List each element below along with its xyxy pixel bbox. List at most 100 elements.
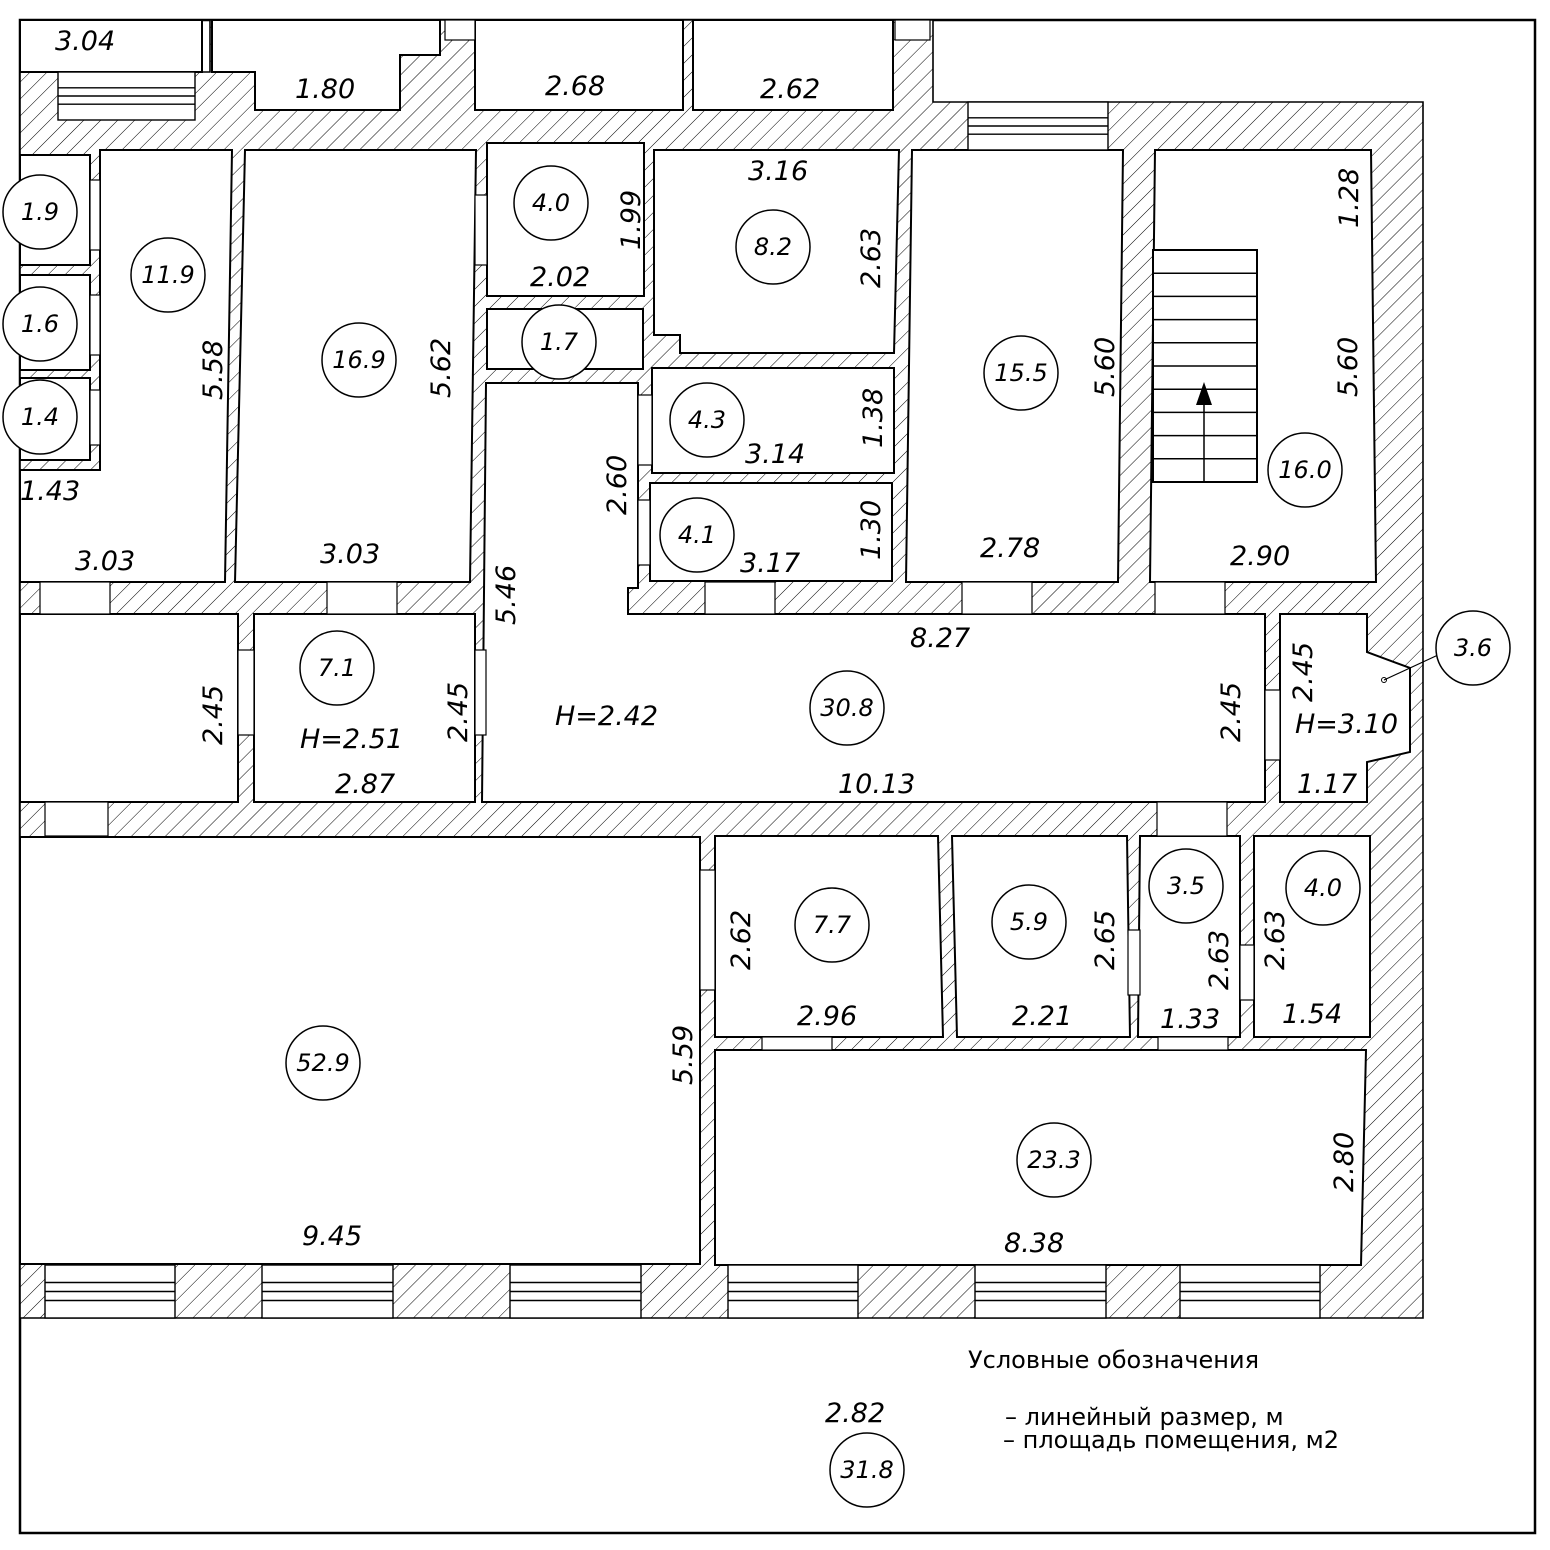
dim-label: 1.17 — [1297, 769, 1357, 800]
legend-area-text: – площадь помещения, м2 — [1003, 1426, 1339, 1454]
dim-label: 10.13 — [838, 769, 915, 800]
svg-text:1.4: 1.4 — [21, 403, 59, 431]
area-marker: 1.9 — [2, 174, 78, 250]
area-marker: 3.6 — [1435, 610, 1511, 686]
dim-label: 2.63 — [856, 228, 887, 288]
door-openings — [39, 19, 1281, 1051]
room-left-row2 — [19, 613, 239, 803]
legend-area-sample: 31.8 — [840, 1456, 893, 1484]
door-opening — [474, 194, 488, 266]
dim-label: 3.17 — [740, 548, 800, 579]
dim-label: 5.46 — [491, 565, 522, 625]
dim-label: 5.58 — [198, 340, 229, 400]
dim-label: 2.60 — [602, 455, 633, 515]
door-opening — [237, 649, 255, 736]
area-marker: 1.4 — [2, 379, 78, 455]
dimension-labels: 3.04 1.80 2.68 2.62 3.16 2.02 3.14 3.17 … — [20, 26, 1398, 1259]
area-marker: 16.0 — [1267, 432, 1343, 508]
dim-label: 2.90 — [1230, 541, 1290, 572]
svg-text:4.0: 4.0 — [1304, 874, 1342, 902]
room-529 — [19, 836, 701, 1265]
room-36 — [1279, 613, 1411, 803]
area-marker: 52.9 — [285, 1025, 361, 1101]
door-opening — [1127, 929, 1141, 996]
windows — [44, 71, 1321, 1319]
legend-title: Условные обозначения — [968, 1346, 1259, 1374]
room-top-304 — [19, 19, 203, 73]
stair-direction-arrow-icon — [1196, 382, 1212, 405]
svg-text:1.6: 1.6 — [21, 310, 59, 338]
door-opening — [44, 801, 109, 837]
dim-label: 2.21 — [1012, 1001, 1072, 1032]
dim-label: 2.02 — [530, 262, 590, 293]
svg-text:7.1: 7.1 — [318, 654, 356, 682]
area-marker: 23.3 — [1016, 1122, 1092, 1198]
dim-label: 9.45 — [302, 1221, 362, 1252]
door-opening — [1239, 944, 1255, 1001]
legend-area-circle — [829, 1432, 905, 1508]
svg-text:1.7: 1.7 — [540, 328, 579, 356]
door-opening — [894, 19, 931, 41]
area-marker: 4.1 — [659, 497, 735, 573]
svg-text:30.8: 30.8 — [820, 694, 873, 722]
dim-label: 1.30 — [856, 500, 887, 560]
area-marker: 3.5 — [1148, 848, 1224, 924]
dim-label: 8.27 — [910, 623, 970, 654]
area-marker: 7.7 — [794, 887, 870, 963]
dim-label: 5.60 — [1333, 337, 1364, 397]
svg-text:4.3: 4.3 — [688, 406, 726, 434]
rooms — [19, 19, 1411, 1266]
area-marker: 16.9 — [321, 322, 397, 398]
dim-label: 1.38 — [858, 388, 889, 448]
door-opening — [1157, 1036, 1229, 1051]
dim-label: 2.62 — [760, 74, 820, 105]
door-opening — [637, 394, 653, 466]
dim-label: 2.63 — [1204, 930, 1235, 990]
svg-text:16.9: 16.9 — [332, 346, 385, 374]
dim-label: 2.65 — [1090, 910, 1121, 970]
door-opening — [474, 649, 487, 736]
door-opening — [761, 1036, 833, 1051]
dim-label: 2.45 — [1216, 682, 1247, 742]
dim-label: 2.62 — [726, 910, 757, 970]
svg-text:8.2: 8.2 — [754, 233, 792, 261]
area-marker: 4.0 — [513, 165, 589, 241]
area-marker: 30.8 — [809, 670, 885, 746]
svg-text:5.9: 5.9 — [1010, 908, 1048, 936]
area-marker: 5.9 — [991, 884, 1067, 960]
dim-label: 2.78 — [980, 533, 1040, 564]
area-markers: 1.9 1.6 1.4 11.9 16.9 4.0 1.7 8.2 4.3 4.… — [2, 165, 1511, 1198]
dim-label: 2.45 — [1288, 642, 1319, 702]
dim-label: 2.87 — [335, 769, 395, 800]
room-top-268 — [474, 19, 684, 111]
svg-text:3.5: 3.5 — [1167, 872, 1205, 900]
door-opening — [39, 581, 111, 615]
door-opening — [637, 499, 651, 566]
area-marker: 4.3 — [669, 382, 745, 458]
door-opening — [89, 179, 101, 251]
area-marker: 1.6 — [2, 286, 78, 362]
dim-label: 2.45 — [443, 682, 474, 742]
dim-label: 2.68 — [545, 71, 605, 102]
area-marker: 8.2 — [735, 209, 811, 285]
svg-text:11.9: 11.9 — [141, 261, 194, 289]
dim-label: 3.04 — [55, 26, 115, 57]
dim-label: 2.63 — [1260, 910, 1291, 970]
door-opening — [699, 869, 716, 991]
svg-text:7.7: 7.7 — [813, 911, 852, 939]
dim-label: 5.59 — [668, 1025, 699, 1085]
dim-label: H=2.42 — [555, 701, 658, 732]
dim-label: 5.60 — [1090, 337, 1121, 397]
svg-text:52.9: 52.9 — [296, 1049, 349, 1077]
svg-text:4.1: 4.1 — [678, 521, 716, 549]
dim-label: H=2.51 — [300, 724, 403, 755]
door-opening — [326, 581, 398, 615]
svg-text:16.0: 16.0 — [1278, 456, 1331, 484]
dim-label: 3.16 — [748, 156, 808, 187]
door-opening — [1156, 801, 1228, 837]
dim-label: 2.96 — [797, 1001, 857, 1032]
legend-dim-text: – линейный размер, м — [1005, 1403, 1284, 1431]
dim-label: 1.54 — [1282, 999, 1342, 1030]
leader-dot — [1381, 677, 1387, 683]
